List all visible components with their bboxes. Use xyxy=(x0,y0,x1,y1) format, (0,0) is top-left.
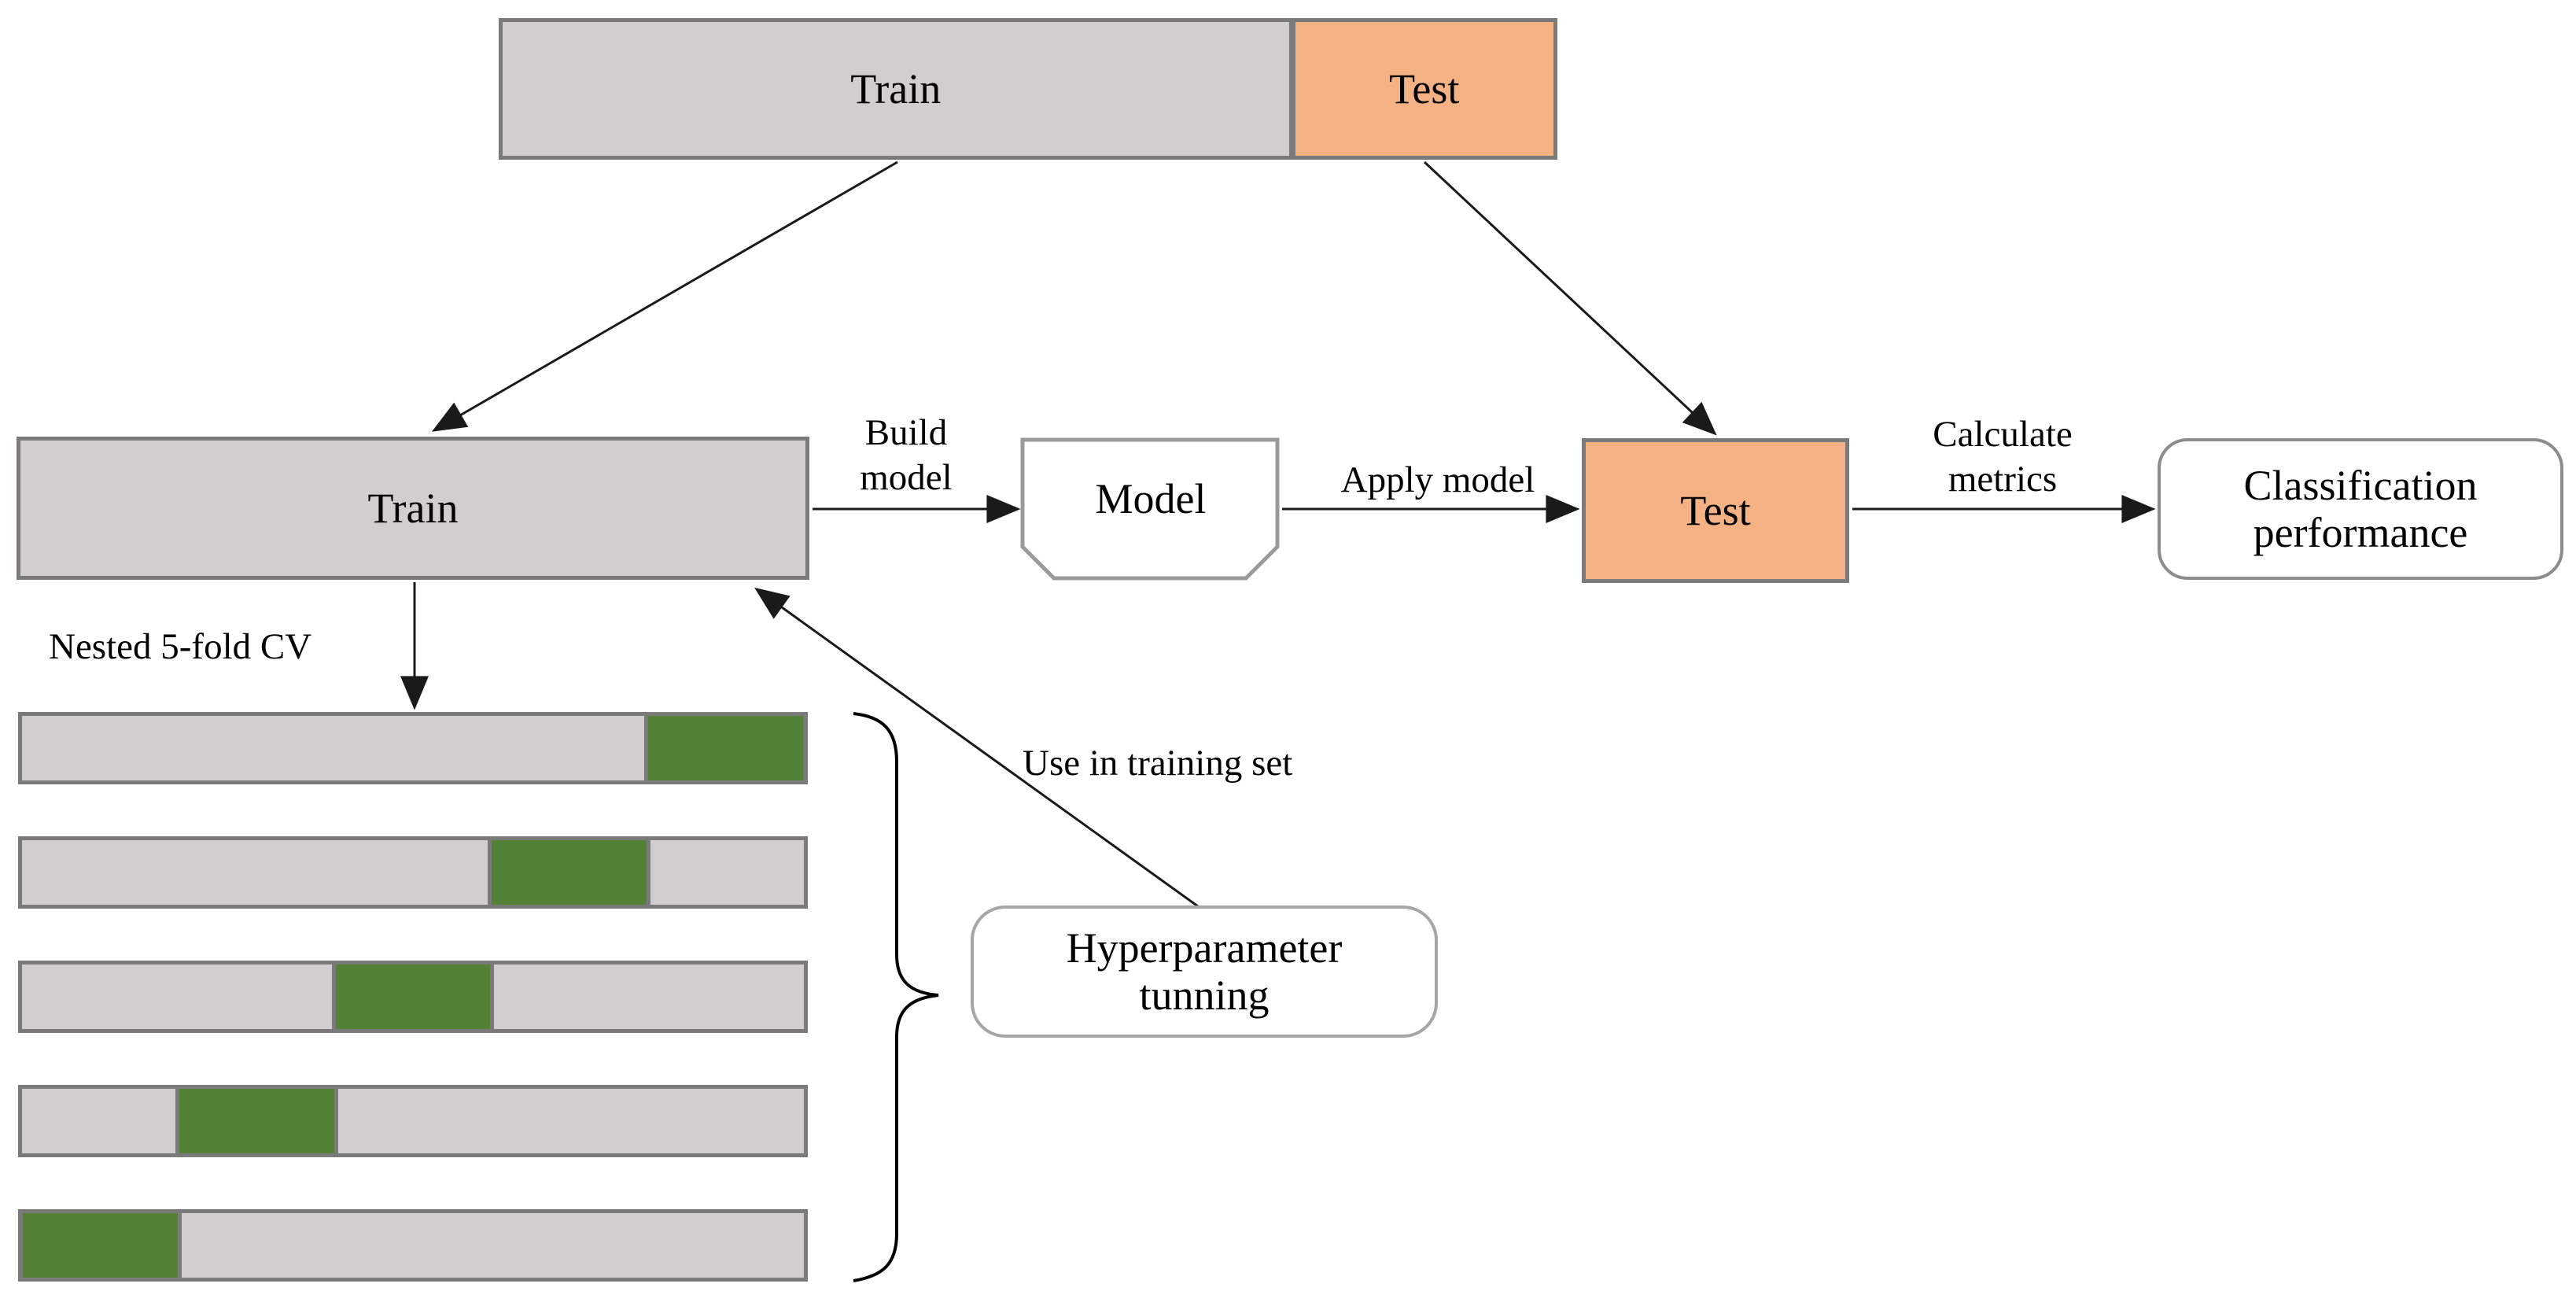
cv-fold-bars xyxy=(18,712,808,1291)
build-model-label: Build model xyxy=(860,412,953,498)
top-test-segment: Test xyxy=(1292,18,1557,160)
classification-performance-box: Classification performance xyxy=(2158,438,2563,580)
top-train-label: Train xyxy=(850,65,942,113)
cv-test-fold-segment xyxy=(175,1085,338,1157)
train-box: Train xyxy=(17,437,809,580)
cv-fold-bar xyxy=(18,1085,808,1157)
model-box xyxy=(1020,437,1280,581)
top-test-label: Test xyxy=(1389,65,1460,113)
classification-performance-label: Classification performance xyxy=(2243,461,2478,556)
cv-test-fold-segment xyxy=(331,961,495,1033)
train-box-label: Train xyxy=(367,484,459,532)
calculate-metrics-label: Calculate metrics xyxy=(1933,414,2073,500)
arrow-train-split xyxy=(431,160,898,432)
cv-brace xyxy=(853,712,939,1282)
cv-fold-bar xyxy=(18,1209,808,1282)
cv-test-fold-segment xyxy=(19,1209,182,1282)
cv-test-fold-segment xyxy=(488,836,651,909)
model-box-label-wrap: Model xyxy=(1023,440,1279,558)
model-box-label: Model xyxy=(1095,474,1207,522)
arrow-use-in-training xyxy=(754,587,1199,908)
apply-model-label: Apply model xyxy=(1340,459,1535,500)
use-in-training-label: Use in training set xyxy=(1023,743,1293,784)
cv-fold-bar xyxy=(18,836,808,909)
test-box: Test xyxy=(1582,438,1849,583)
test-box-label: Test xyxy=(1680,486,1751,534)
cv-fold-bar xyxy=(18,712,808,784)
train-test-split-bar: Train Test xyxy=(499,18,1557,160)
hyperparameter-tuning-box: Hyperparameter tunning xyxy=(971,906,1438,1038)
top-train-segment: Train xyxy=(499,18,1293,160)
arrow-test-split xyxy=(1423,160,1717,436)
nested-cv-label: Nested 5-fold CV xyxy=(49,626,312,667)
cv-test-fold-segment xyxy=(644,712,807,784)
cv-fold-bar xyxy=(18,961,808,1033)
hyperparameter-tuning-label: Hyperparameter tunning xyxy=(1066,924,1343,1019)
